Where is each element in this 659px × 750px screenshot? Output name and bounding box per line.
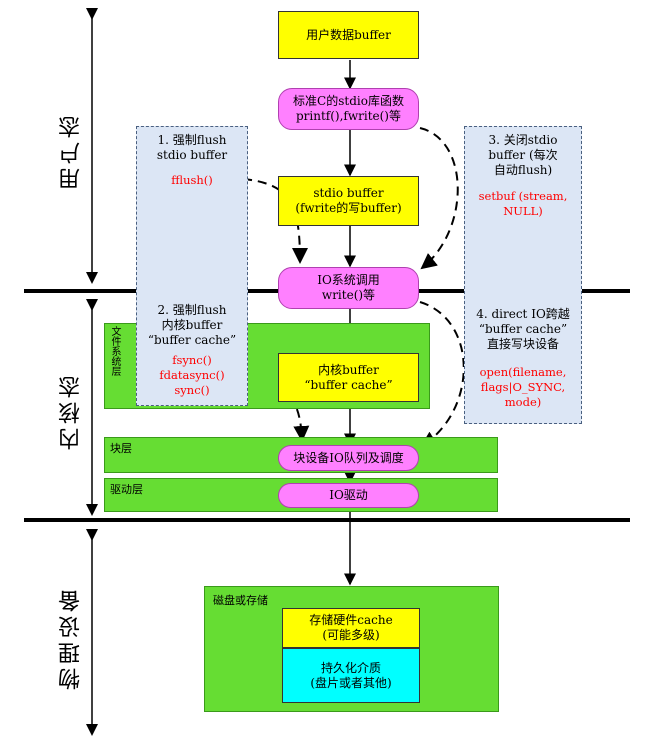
- filesystem-layer-label: 文件系统层: [109, 326, 120, 376]
- kernel-mode-label: 内核态: [59, 372, 84, 450]
- note-1-title: 1. 强制flush stdio buffer: [156, 133, 228, 162]
- note-3-title: 3. 关闭stdio buffer (每次 自动flush): [488, 133, 558, 177]
- user-mode-label: 用户态: [59, 112, 84, 190]
- persistent-media-box: 持久化介质 (盘片或者其他): [282, 648, 420, 703]
- io-driver-box: IO驱动: [278, 483, 419, 508]
- dashed-arrow-stdio-to-syscall: [419, 127, 459, 270]
- kernel-buffer-cache-box: 内核buffer “buffer cache”: [278, 353, 419, 402]
- disk-storage-label: 磁盘或存储: [213, 594, 268, 607]
- stdio-library-box: 标准C的stdio库函数 printf(),fwrite()等: [278, 88, 419, 130]
- driver-layer-label: 驱动层: [110, 483, 143, 496]
- note-1-function: fflush(): [171, 173, 213, 187]
- note-4-title: 4. direct IO跨越 “buffer cache” 直接写块设备: [476, 307, 570, 351]
- block-io-queue-box: 块设备IO队列及调度: [278, 445, 419, 471]
- physical-device-label: 物理设备: [59, 586, 84, 690]
- kernel-physical-divider: [24, 518, 630, 522]
- user-data-buffer-box: 用户数据buffer: [278, 11, 419, 59]
- block-layer-label: 块层: [110, 442, 132, 455]
- note-1-flush-stdio: 1. 强制flush stdio buffer fflush() 2. 强制fl…: [136, 126, 248, 406]
- io-syscall-box: IO系统调用 write()等: [278, 267, 419, 309]
- note-3-function: setbuf (stream, NULL): [478, 189, 568, 218]
- note-2-title: 2. 强制flush 内核buffer “buffer cache”: [147, 303, 237, 347]
- note-2-function: fsync() fdatasync() sync(): [159, 353, 225, 397]
- note-3-disable-stdio-buffer: 3. 关闭stdio buffer (每次 自动flush) setbuf (s…: [464, 126, 582, 424]
- storage-hardware-cache-box: 存储硬件cache (可能多级): [282, 608, 420, 648]
- dashed-arrow-direct-io: [419, 301, 465, 448]
- note-4-function: open(filename, flags|O_SYNC, mode): [479, 365, 567, 409]
- stdio-buffer-box: stdio buffer (fwrite的写buffer): [278, 176, 419, 226]
